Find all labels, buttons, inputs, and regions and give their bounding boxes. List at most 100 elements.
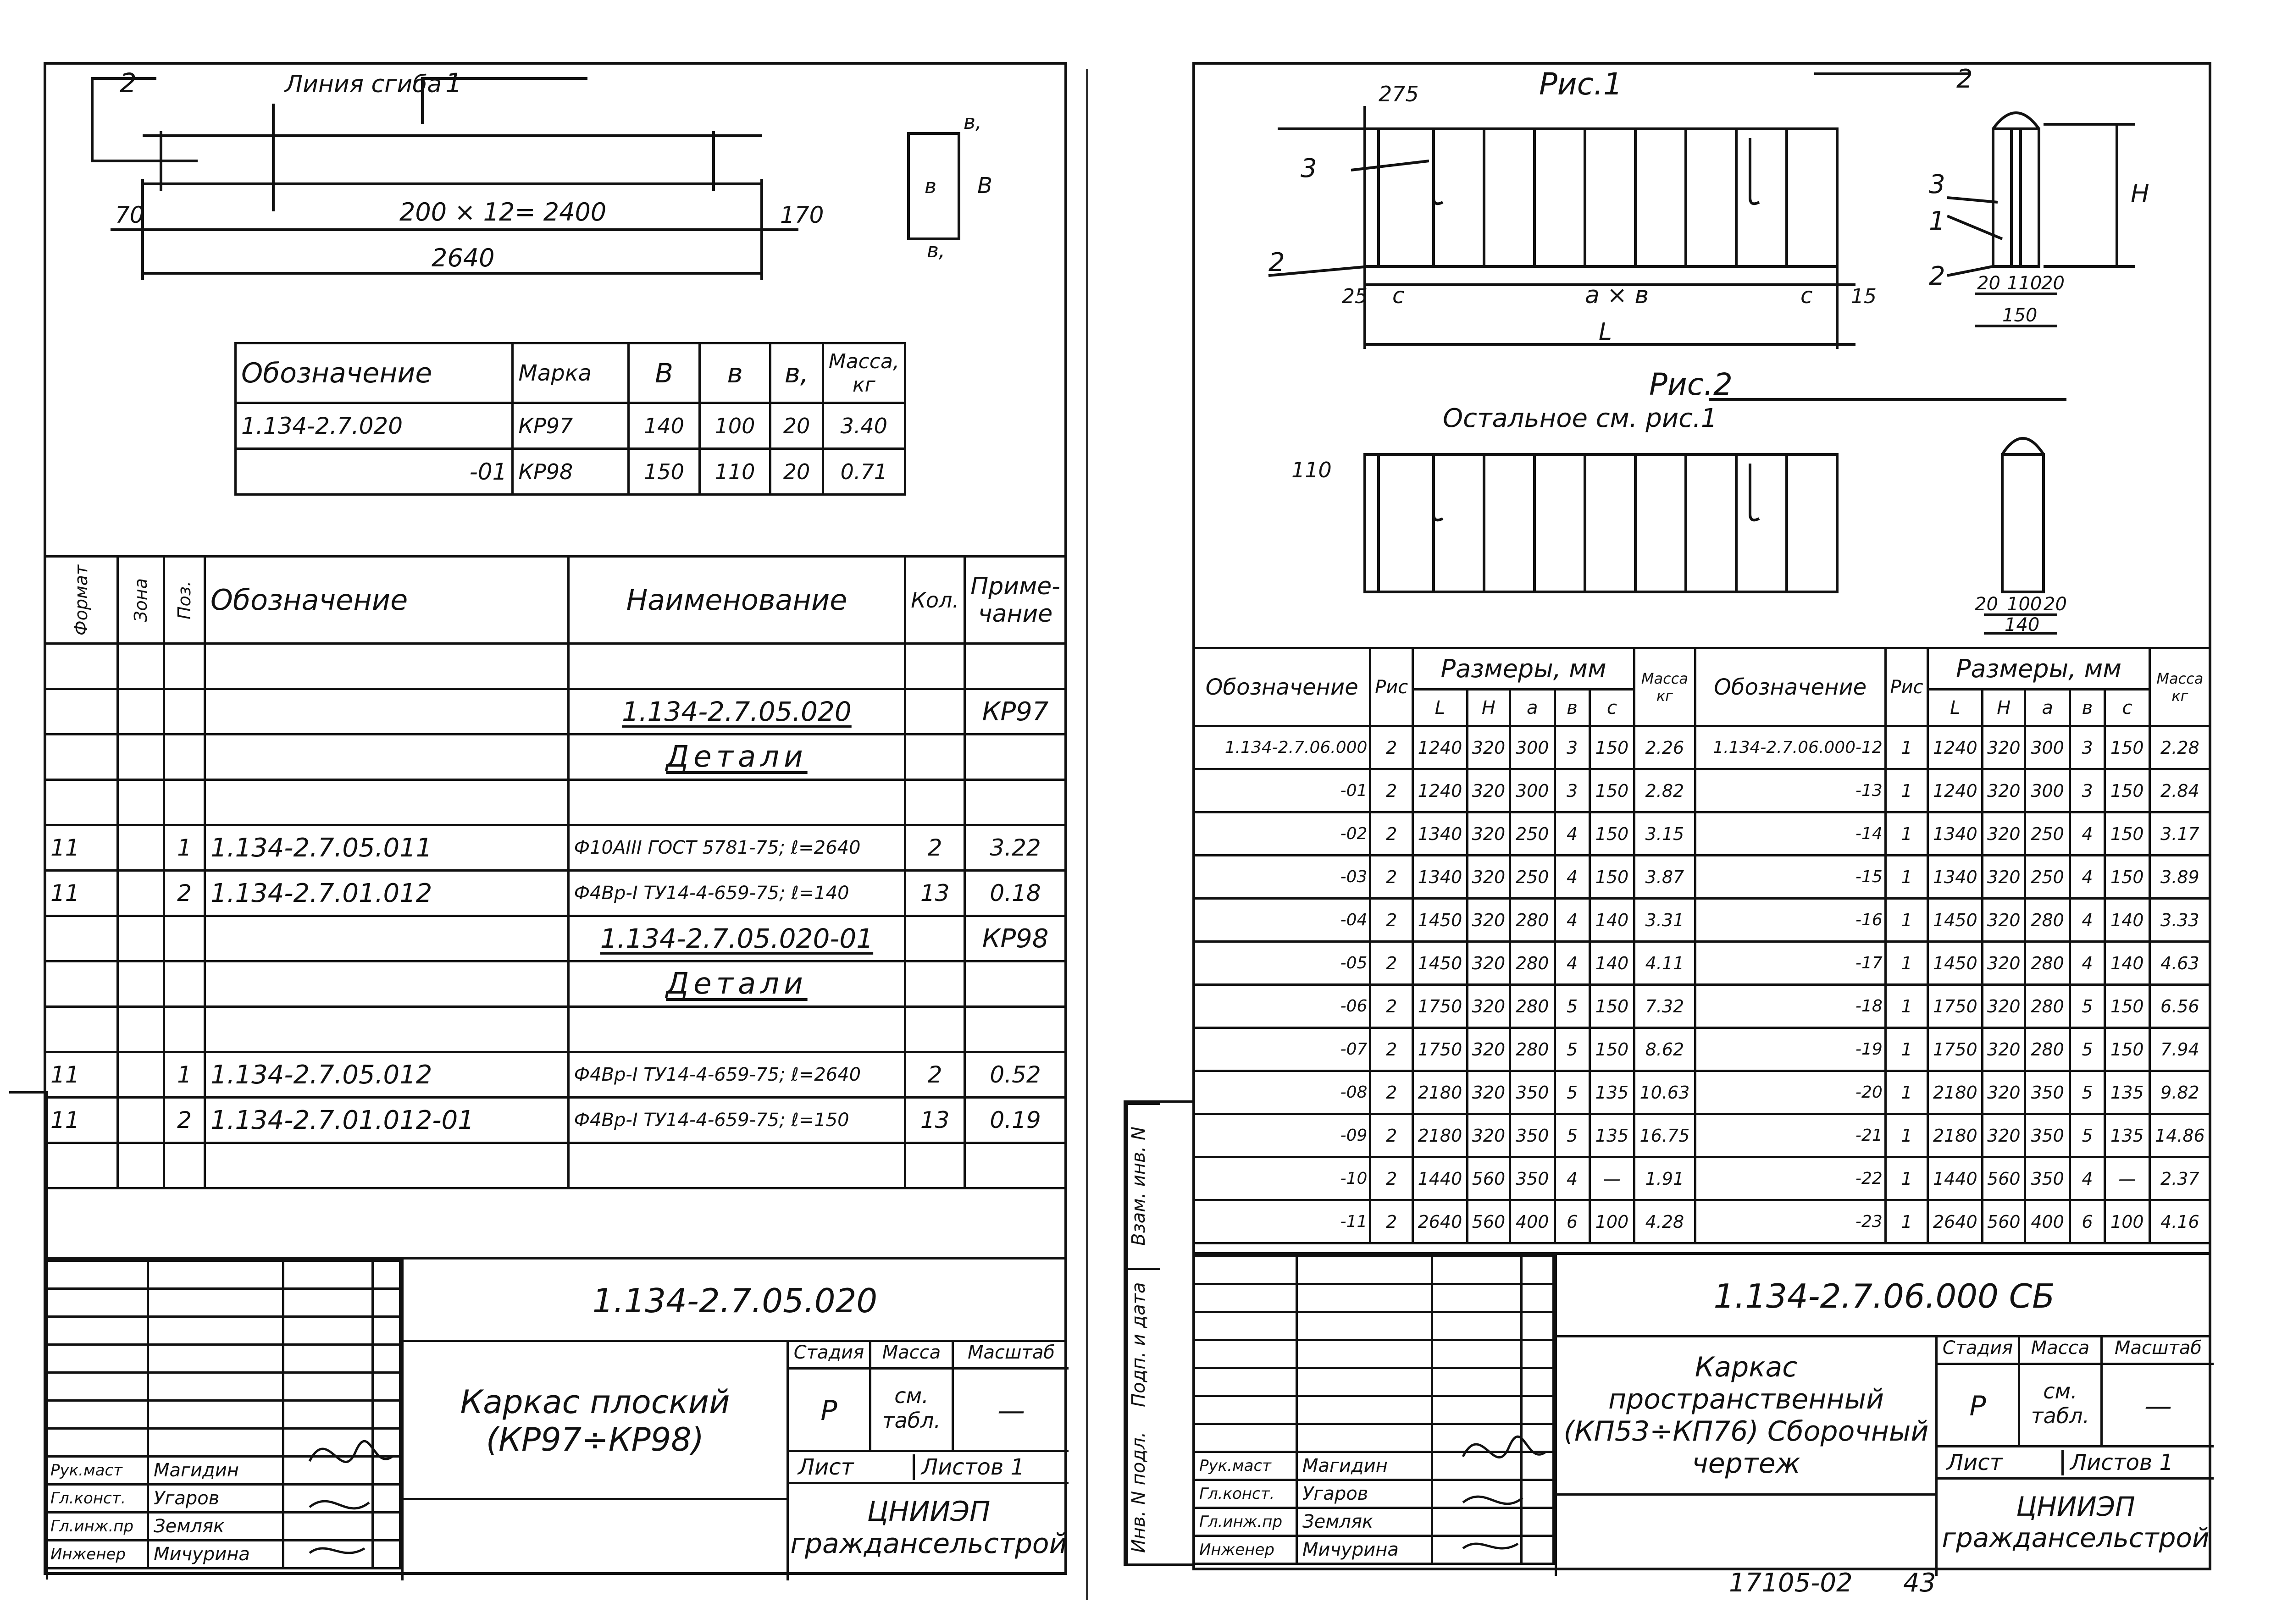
dims-h-designation: Обозначение [1192, 647, 1372, 727]
left-sheet: 2 1 Линия сгиба 70 170 200 × 12= 2400 26… [43, 62, 1069, 1580]
dims-cell: 4 [1553, 811, 1591, 856]
spec-cell: 11 [43, 1096, 119, 1144]
dims-cell: 320 [1981, 1027, 2027, 1072]
spec-assembly-mark: КР98 [964, 915, 1067, 962]
dims-cell: 2180 [1411, 1070, 1468, 1115]
tb-scale-h: Масштаб [2103, 1337, 2214, 1365]
dims-cell: 400 [1508, 1199, 1556, 1244]
dims-table: Обозначение Рис Размеры, мм Масса кг Обо… [1192, 647, 2212, 1244]
dims-cell: 320 [1466, 854, 1511, 900]
spec-header-designation: Обозначение [204, 555, 570, 645]
dims-cell: 16.75 [1633, 1113, 1696, 1158]
dims-cell: 320 [1466, 897, 1511, 943]
spec-cell: Ф10АIII ГОСТ 5781-75; ℓ=2640 [567, 824, 907, 872]
spec-cell: 2 [904, 1051, 966, 1099]
tb-scale: — [2103, 1365, 2214, 1447]
dims-cell: 320 [1981, 940, 2027, 986]
spec-assembly-code: 1.134-2.7.05.020-01 [567, 915, 907, 962]
dims-cell: — [1588, 1156, 1636, 1201]
spec-header-zone: Зона [116, 555, 165, 645]
tb-stage: Р [789, 1370, 871, 1452]
stamp-sign-date: Подп. и дата [1126, 1268, 1160, 1419]
dims-cell: 4.11 [1633, 940, 1696, 986]
mass-header-B: В [627, 342, 701, 404]
dims-cell: 250 [1508, 854, 1556, 900]
mass-cell: 150 [627, 447, 701, 496]
dims-cell: 3.15 [1633, 811, 1696, 856]
dim-c-right: с [1800, 283, 1812, 309]
dim-170: 170 [780, 202, 824, 228]
section-label-b1-top: в, [964, 110, 982, 134]
dims-designation: -22 [1694, 1156, 1887, 1201]
dims-cell: 100 [1588, 1199, 1636, 1244]
dims-cell: 1 [1884, 768, 1929, 813]
dims-cell: 4.28 [1633, 1199, 1696, 1244]
spec-cell: 2 [162, 869, 206, 917]
dims-cell: 2.84 [2148, 768, 2212, 813]
tb-stage-h: Стадия [1938, 1337, 2020, 1365]
spec-cell: 2 [162, 1096, 206, 1144]
dims-cell: 2180 [1927, 1113, 1984, 1158]
sec1-dim: 20 [2041, 273, 2065, 294]
signatures [1462, 1435, 1546, 1550]
mass-header-b1: в, [769, 342, 824, 404]
dims-cell: 350 [1508, 1156, 1556, 1201]
tb-person: Земляк [147, 1511, 284, 1541]
dims-cell: 3.89 [2148, 854, 2212, 900]
fig1-label: Рис.1 [1539, 66, 1623, 102]
dims-cell: 3.87 [1633, 854, 1696, 900]
dims-designation: 1.134-2.7.06.000 [1192, 725, 1372, 770]
dims-cell: 2 [1369, 1156, 1414, 1201]
dims-cell: 1 [1884, 1113, 1929, 1158]
dims-cell: 150 [1588, 983, 1636, 1029]
spec-table: Формат Зона Поз. Обозначение Наименовани… [43, 555, 1067, 1189]
dims-cell: 7.94 [2148, 1027, 2212, 1072]
sec2-dim: 20 [2044, 594, 2067, 615]
dims-cell: 2640 [1927, 1199, 1984, 1244]
dims-cell: 280 [1508, 1027, 1556, 1072]
dims-sub: в [1553, 688, 1591, 727]
spec-header-pos: Поз. [162, 555, 206, 645]
dims-cell: 135 [1588, 1070, 1636, 1115]
dims-cell: 5 [1553, 983, 1591, 1029]
dims-cell: 2.82 [1633, 768, 1696, 813]
dim-a-b: а × в [1585, 282, 1649, 309]
dims-cell: 1450 [1927, 897, 1984, 943]
mass-cell: 3.40 [821, 402, 907, 450]
right-sheet: Рис.1 Рис.2 Остальное см. рис.1 275 25 с… [1192, 62, 2214, 1576]
dims-cell: 350 [2024, 1113, 2071, 1158]
dim-15: 15 [1851, 285, 1877, 308]
stamp-inv-orig: Инв. N подл. [1126, 1419, 1160, 1566]
dims-sub: а [1508, 688, 1556, 727]
dims-cell: 4 [2068, 811, 2106, 856]
dims-cell: 150 [2103, 1027, 2151, 1072]
spec-header-name: Наименование [567, 555, 907, 645]
dims-cell: 5 [2068, 1027, 2106, 1072]
dims-cell: 135 [2103, 1113, 2151, 1158]
tb-role: Рук.маст [44, 1455, 149, 1486]
dims-cell: 1240 [1411, 768, 1468, 813]
dims-cell: 4 [1553, 897, 1591, 943]
dims-cell: 1450 [1927, 940, 1984, 986]
spec-cell: Ф4Вр-I ТУ14-4-659-75; ℓ=150 [567, 1096, 907, 1144]
dims-cell: 150 [1588, 854, 1636, 900]
dims-cell: 280 [1508, 940, 1556, 986]
sec2-dim: 140 [2005, 614, 2039, 635]
dims-cell: 150 [2103, 725, 2151, 770]
dims-cell: 1.91 [1633, 1156, 1696, 1201]
dims-cell: 1 [1884, 811, 1929, 856]
dims-designation: -08 [1192, 1070, 1372, 1115]
dims-cell: 100 [2103, 1199, 2151, 1244]
dims-h-fig: Рис [1369, 647, 1414, 727]
dims-cell: 320 [1981, 983, 2027, 1029]
dims-sub: L [1411, 688, 1468, 727]
tb-role: Гл.конст. [1192, 1479, 1298, 1509]
tb-person: Магидин [147, 1455, 284, 1486]
dims-h-designation: Обозначение [1694, 647, 1887, 727]
dims-cell: 3 [1553, 768, 1591, 813]
pos-label-3-left: 3 [1301, 154, 1317, 183]
dims-cell: 1340 [1411, 811, 1468, 856]
